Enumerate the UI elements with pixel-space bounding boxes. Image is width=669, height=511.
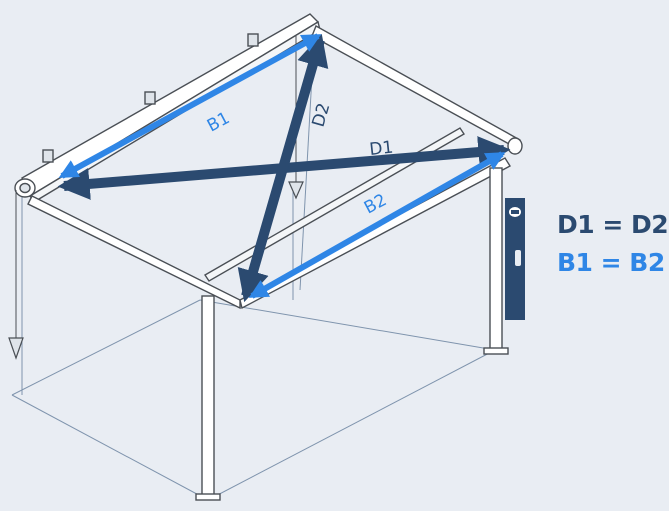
- plumb-bob-icon: [288, 181, 304, 200]
- label-d2: D2: [309, 101, 335, 129]
- side-b2-arrow: [248, 151, 506, 299]
- label-d1: D1: [368, 138, 394, 160]
- side-b1-arrow: [58, 33, 322, 179]
- label-b2: B2: [361, 190, 390, 218]
- diagonals-equal-equation: D1 = D2: [557, 210, 669, 239]
- label-b1: B1: [204, 108, 233, 136]
- sides-equal-equation: B1 = B2: [557, 248, 665, 277]
- plumb-bob-icon: [8, 337, 24, 360]
- level-tool-icon: [505, 198, 525, 320]
- posts: [195, 167, 509, 501]
